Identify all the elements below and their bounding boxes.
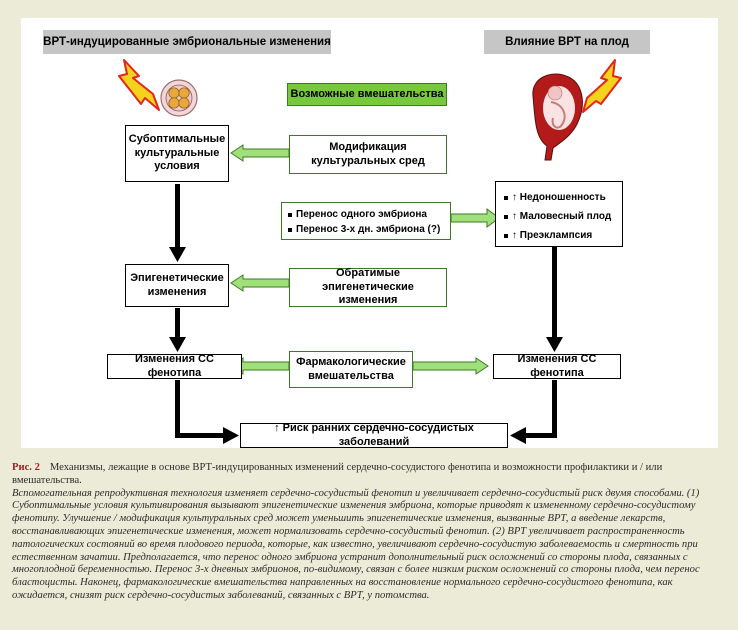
transfer-item: Перенос одного эмбриона	[288, 207, 450, 222]
epigenetic-changes-box: Эпигенетические изменения	[125, 264, 229, 307]
arrow-cc-left-to-risk	[175, 380, 239, 444]
figure-label: Рис. 2	[12, 462, 40, 473]
cc-phenotype-left-box: Изменения СС фенотипа	[107, 353, 242, 379]
lightning-icon	[118, 59, 160, 111]
diagram-arrows	[118, 59, 622, 444]
transfer-list: Перенос одного эмбриона Перенос 3-х дн. …	[288, 207, 450, 237]
transfer-item-label: Перенос 3-х дн. эмбриона (?)	[296, 224, 441, 235]
arrow-cc-right-to-risk	[510, 380, 557, 444]
green-arrow-modification	[230, 144, 290, 162]
transfer-box: Перенос одного эмбриона Перенос 3-х дн. …	[281, 202, 451, 240]
outcome-item-label: ↑ Маловесный плод	[512, 211, 612, 222]
embryo-icon	[160, 79, 198, 117]
bullet-icon	[288, 212, 292, 217]
caption-title: Механизмы, лежащие в основе ВРТ-индуциро…	[12, 462, 663, 486]
suboptimal-conditions-box: Субоптимальные культуральные условия	[125, 125, 229, 182]
arrow-outcomes-to-cc-right	[546, 247, 563, 352]
bullet-icon	[288, 227, 292, 232]
outcome-item: ↑ Недоношенность	[504, 188, 622, 207]
green-arrow-pharma-right	[412, 357, 489, 375]
green-arrow-reversible	[230, 274, 290, 292]
modification-box: Модификация культуральных сред	[289, 135, 447, 174]
bullet-icon	[504, 214, 508, 219]
outcomes-box: ↑ Недоношенность ↑ Маловесный плод ↑ Пре…	[495, 181, 623, 247]
bullet-icon	[504, 195, 508, 200]
outcome-item: ↑ Маловесный плод	[504, 207, 622, 226]
fetus-icon	[532, 73, 583, 161]
green-arrow-transfer	[450, 208, 500, 228]
cc-phenotype-right-box: Изменения СС фенотипа	[493, 353, 621, 379]
interventions-title: Возможные вмешательства	[287, 83, 447, 106]
pharmacological-box: Фармакологические вмешательства	[289, 351, 413, 388]
outcomes-list: ↑ Недоношенность ↑ Маловесный плод ↑ Пре…	[504, 188, 622, 245]
lightning-icon	[582, 59, 622, 113]
outcome-item-label: ↑ Преэклампсия	[512, 230, 593, 241]
outcome-item-label: ↑ Недоношенность	[512, 192, 606, 203]
reversible-epigenetic-box: Обратимые эпигенетические изменения	[289, 267, 447, 307]
transfer-item-label: Перенос одного эмбриона	[296, 209, 427, 220]
bullet-icon	[504, 233, 508, 238]
arrow-epigenetic-to-cc	[169, 308, 186, 352]
caption-body: Вспомогательная репродуктивная технологи…	[12, 487, 700, 601]
diagram-panel: ВРТ-индуцированные эмбриональные изменен…	[21, 18, 718, 448]
risk-box: ↑ Риск ранних сердечно-сосудистых заболе…	[240, 422, 508, 448]
header-right: Влияние ВРТ на плод	[484, 30, 650, 54]
outcome-item: ↑ Преэклампсия	[504, 226, 622, 245]
header-left: ВРТ-индуцированные эмбриональные изменен…	[43, 30, 331, 54]
arrow-suboptimal-to-epigenetic	[169, 184, 186, 262]
transfer-item: Перенос 3-х дн. эмбриона (?)	[288, 222, 450, 237]
